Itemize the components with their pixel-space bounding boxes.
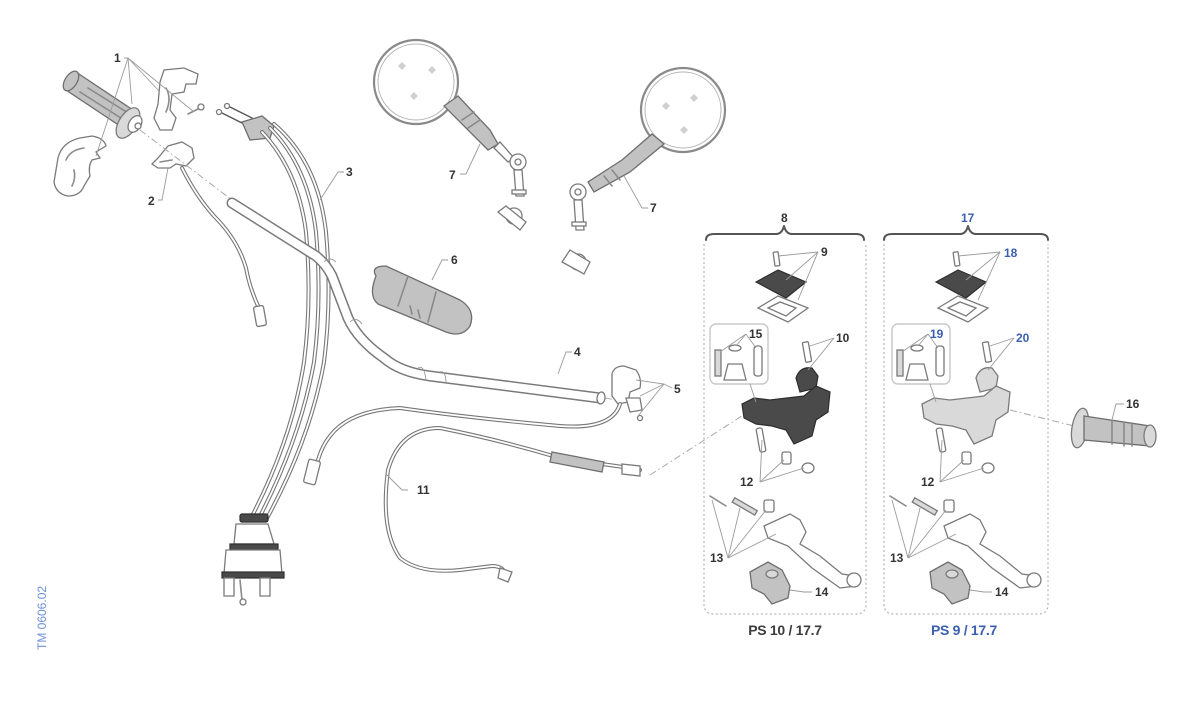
callout-12-ps10: 12: [740, 475, 754, 489]
throttle-grip-assembly[interactable]: [53, 67, 205, 197]
clutch-hose[interactable]: [383, 426, 642, 583]
piston-kit: [709, 323, 769, 385]
mirror-right[interactable]: [561, 66, 727, 275]
callout-19: 19: [930, 327, 944, 341]
callout-20: 20: [1016, 331, 1030, 345]
reservoir-cover-kit: [934, 251, 990, 323]
callout-4: 4: [574, 345, 581, 359]
throttle-grip: [62, 70, 143, 139]
callout-15: 15: [749, 327, 763, 341]
callout-13-ps10: 13: [710, 551, 724, 565]
handlebar[interactable]: [226, 197, 606, 405]
screw: [187, 103, 205, 115]
callout-3: 3: [346, 165, 353, 179]
clamp-kit: [975, 341, 999, 393]
handlebar-pad[interactable]: [371, 265, 473, 335]
lever-kit: [709, 495, 862, 589]
callout-14-ps10: 14: [815, 585, 829, 599]
throttle-housing-upper: [153, 67, 199, 131]
leader-lines: [95, 57, 1124, 593]
lever-kit: [889, 495, 1042, 589]
callout-17: 17: [961, 211, 975, 225]
callout-1: 1: [114, 51, 121, 65]
fitting-kit: [755, 427, 815, 474]
lever-guard: [929, 561, 971, 605]
clutch-switch-clamp[interactable]: [303, 365, 644, 486]
throttle-switch[interactable]: [150, 141, 267, 328]
callout-8: 8: [781, 211, 788, 225]
document-code: TM 0606.02: [35, 586, 49, 650]
master-cylinder-group-ps10[interactable]: [703, 225, 867, 615]
callout-9: 9: [821, 245, 828, 259]
callout-12-ps9: 12: [921, 475, 935, 489]
reservoir-cover-kit: [754, 251, 810, 323]
lever-guard: [749, 561, 791, 605]
callout-5: 5: [674, 382, 681, 396]
clamp-kit: [795, 341, 819, 393]
callout-14-ps9: 14: [995, 585, 1009, 599]
callout-labels: 1 2 3 4 5 6 7 7 8 9 10 11 12 13 14 15 16…: [114, 51, 1140, 599]
callout-13-ps9: 13: [890, 551, 904, 565]
callout-18: 18: [1004, 246, 1018, 260]
cable-junction-block: [221, 513, 285, 606]
master-cylinder-body: [921, 385, 1011, 445]
callout-2: 2: [148, 194, 155, 208]
left-grip[interactable]: [1069, 407, 1157, 449]
callout-16: 16: [1126, 397, 1140, 411]
callout-11: 11: [417, 483, 430, 497]
callout-10: 10: [836, 331, 850, 345]
callout-7-right: 7: [650, 201, 657, 215]
fitting-kit: [935, 427, 995, 474]
throttle-housing-lower: [53, 135, 107, 197]
master-cylinder-body: [741, 385, 831, 445]
group-caption-ps9: PS 9 / 17.7: [931, 622, 997, 638]
group-caption-ps10: PS 10 / 17.7: [748, 622, 822, 638]
callout-6: 6: [451, 253, 458, 267]
master-cylinder-group-ps9[interactable]: [883, 225, 1049, 615]
piston-kit: [891, 323, 951, 385]
callout-7-left: 7: [449, 168, 456, 182]
throttle-cables[interactable]: [215, 102, 331, 522]
mirror-left[interactable]: [372, 38, 527, 231]
